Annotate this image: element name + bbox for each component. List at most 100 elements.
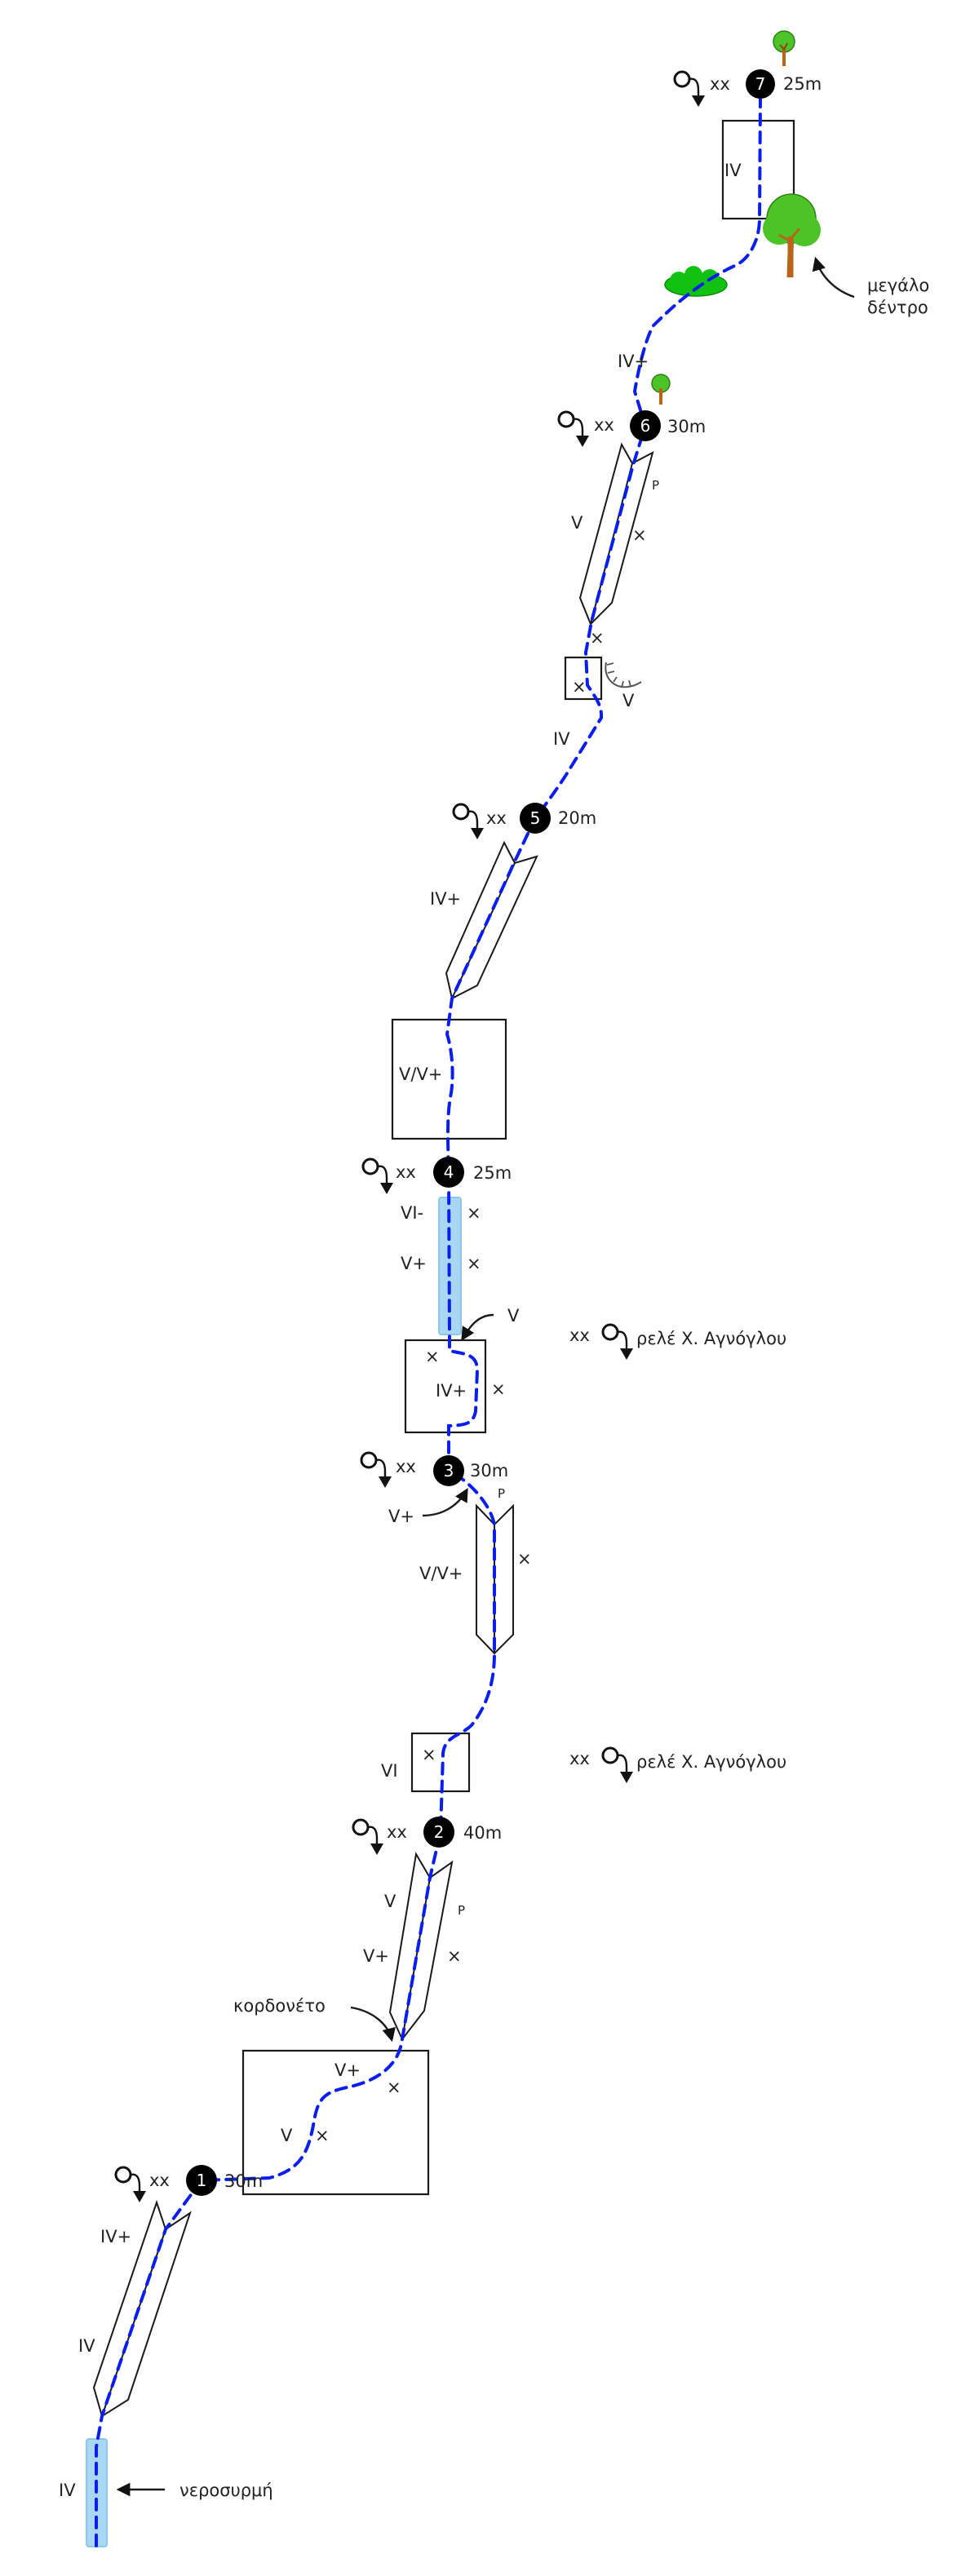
grade-label: V/V+ — [419, 1564, 463, 1583]
relay-note-2: xx ρελέ Χ. Αγνόγλου — [569, 1746, 786, 1785]
station-node — [186, 2165, 217, 2196]
station-number: 2 — [434, 1822, 445, 1842]
station-4[interactable]: xx 4 25m — [361, 1157, 512, 1196]
relay-note-1: xx ρελέ Χ. Αγνόγλου — [569, 1323, 786, 1361]
station-number: 4 — [444, 1162, 454, 1182]
anchor-mark: xx — [149, 2171, 170, 2190]
pitch-length: 30m — [224, 2171, 263, 2191]
rappel-ring-arrow-icon — [557, 410, 591, 449]
grade-label: V/V+ — [399, 1064, 442, 1084]
station-node — [746, 69, 775, 99]
bolt-icon: × — [491, 1379, 506, 1399]
station-node — [520, 803, 551, 834]
piton-marks: P P P — [458, 478, 659, 1918]
section-box-p3 — [404, 1339, 487, 1434]
anchor-mark: xx — [569, 1326, 590, 1345]
waterstreak-label: νεροσυρμή — [179, 2481, 273, 2500]
grade-label: V+ — [363, 1946, 389, 1966]
grade-label: V — [507, 1306, 520, 1326]
rappel-ring-arrow-icon — [360, 1451, 393, 1489]
big-tree-label: μεγάλο — [867, 276, 929, 295]
grade-label: V+ — [388, 1507, 414, 1526]
rappel-ring-arrow-icon — [452, 803, 485, 841]
big-tree-label: δέντρο — [867, 298, 928, 317]
big-tree-icon — [763, 193, 821, 278]
station-number: 7 — [755, 74, 766, 94]
rappel-ring-arrow-icon — [601, 1746, 635, 1785]
grade-label: V+ — [401, 1254, 427, 1273]
bolt-icon: × — [467, 1254, 481, 1273]
grade-arrow-p3 — [422, 1488, 468, 1517]
bolt-icon: × — [467, 1203, 481, 1223]
grade-label: IV+ — [100, 2227, 131, 2246]
station-node — [433, 1455, 464, 1486]
rappel-ring-arrow-icon — [352, 1818, 385, 1857]
station-1[interactable]: xx 1 30m — [114, 2165, 263, 2204]
bolt-icon: × — [422, 1745, 436, 1764]
anchor-mark: xx — [594, 415, 614, 435]
station-3[interactable]: xx 3 30m — [360, 1451, 508, 1489]
bolt-icon: × — [425, 1347, 440, 1366]
pitch-length: 25m — [783, 74, 822, 94]
piton-icon: P — [458, 1903, 465, 1918]
station-node — [630, 410, 661, 441]
grade-label: IV — [59, 2481, 76, 2500]
rock-arc-ticks — [606, 662, 631, 688]
anchor-mark: xx — [396, 1457, 416, 1476]
section-box-small — [564, 656, 603, 701]
rock-arc — [605, 662, 642, 688]
rappel-ring-arrow-icon — [601, 1323, 635, 1361]
big-tree-arrow — [812, 256, 855, 299]
station-number: 6 — [640, 416, 651, 436]
anchor-mark: xx — [710, 74, 730, 94]
grade-label: IV — [553, 729, 570, 749]
station-5[interactable]: xx 5 20m — [452, 803, 596, 841]
piton-icon: P — [498, 1486, 505, 1501]
station-6[interactable]: xx 6 30m — [557, 410, 706, 449]
station-number: 1 — [197, 2171, 207, 2190]
grade-label: V — [622, 691, 635, 710]
grade-label: VI- — [401, 1203, 423, 1223]
grade-label: V — [571, 513, 583, 533]
tree-icon-top — [772, 29, 796, 68]
grade-label: IV+ — [618, 352, 649, 371]
station-2[interactable]: xx 2 40m — [352, 1817, 502, 1857]
bolt-marks: × × × × × × × × × × × × — [315, 525, 647, 2145]
bolt-icon: × — [315, 2126, 330, 2145]
bolt-icon: × — [632, 525, 647, 545]
station-7[interactable]: xx 7 25m — [673, 69, 822, 108]
pitch-length: 40m — [463, 1823, 502, 1843]
pitch-length: 25m — [473, 1163, 512, 1183]
grade-label: V — [384, 1892, 396, 1911]
tree-icon-p6 — [651, 374, 671, 405]
bush-icon — [664, 266, 728, 297]
grade-label: IV — [78, 2336, 95, 2356]
grade-label: VI — [381, 1761, 398, 1781]
dihedral-p2 — [388, 1852, 454, 2041]
relay-label: ρελέ Χ. Αγνόγλου — [636, 1752, 786, 1772]
grade-label: IV+ — [436, 1381, 467, 1401]
bolt-icon: × — [517, 1549, 532, 1569]
station-number: 5 — [530, 808, 541, 828]
anchor-mark: xx — [396, 1162, 416, 1182]
grade-label: IV — [724, 161, 742, 180]
grade-label: V — [281, 2126, 293, 2145]
bolt-icon: × — [590, 628, 605, 648]
bolt-icon: × — [387, 2078, 401, 2097]
anchor-mark: xx — [486, 808, 507, 828]
section-box-p1 — [241, 2049, 430, 2196]
relay-label: ρελέ Χ. Αγνόγλου — [636, 1329, 786, 1348]
rappel-ring-arrow-icon — [361, 1157, 395, 1196]
kordoneto-label: κορδονέτο — [233, 1996, 326, 2016]
dihedral-p5 — [445, 840, 538, 1000]
station-node — [433, 1157, 464, 1188]
bolt-icon: × — [572, 677, 587, 697]
anchor-mark: xx — [387, 1822, 407, 1842]
anchor-mark: xx — [569, 1749, 590, 1768]
station-number: 3 — [444, 1461, 454, 1481]
pitch-length: 30m — [667, 417, 706, 436]
rappel-ring-arrow-icon — [114, 2166, 148, 2204]
pitch-length: 30m — [470, 1461, 508, 1481]
bolt-icon: × — [447, 1946, 462, 1966]
